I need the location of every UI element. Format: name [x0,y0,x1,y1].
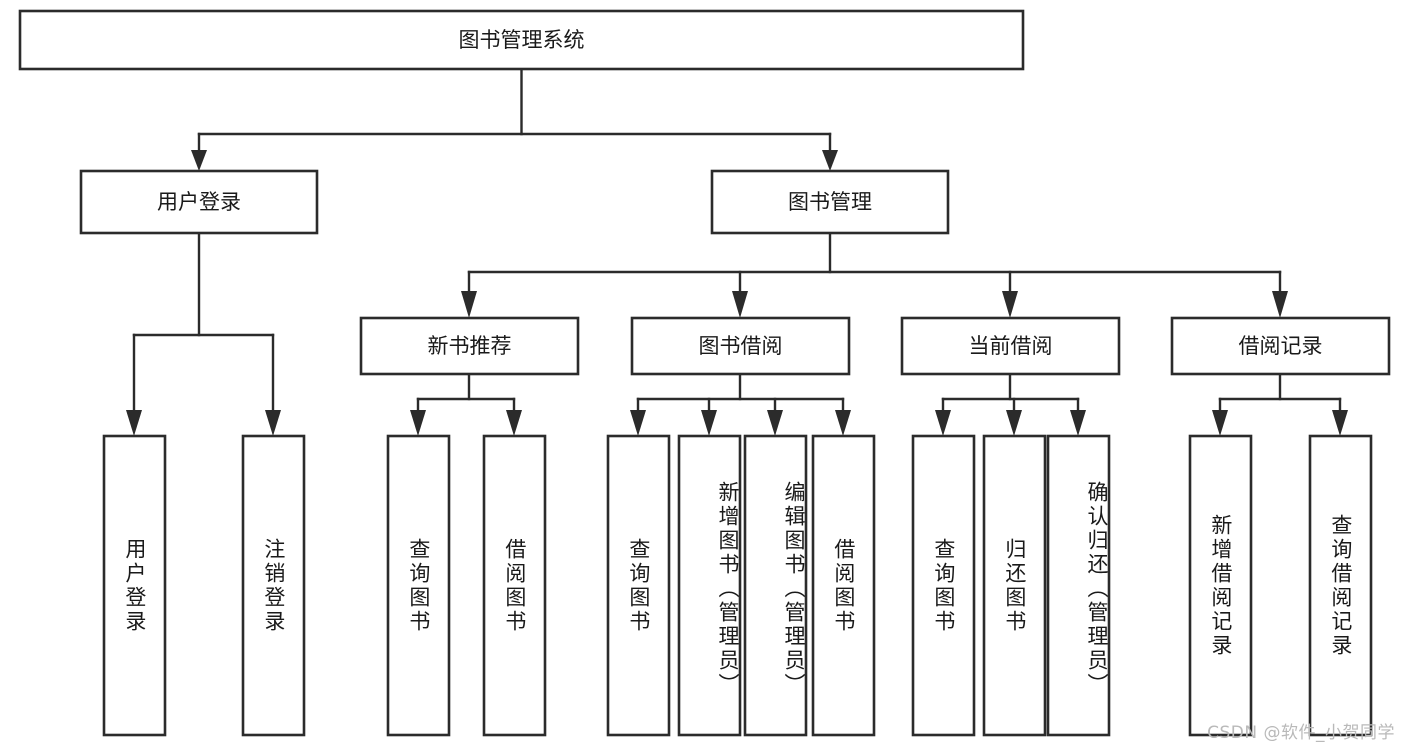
node-user-login-box[interactable] [79,169,319,235]
node-new-book-recommend[interactable]: 新书推荐 [359,316,580,376]
arrow-borrow-l4-icon [835,410,851,436]
node-user-login-label: 用户登录 [157,190,241,214]
leaf-box-query-book-borrow[interactable] [606,434,671,737]
node-user-login[interactable]: 用户登录 [79,169,319,235]
arrow-borrow-l3-icon [767,410,783,436]
node-root[interactable]: 图书管理系统 [18,9,1025,71]
leaf-box-confirm-return-admin[interactable] [1046,434,1111,737]
arrow-new-l1-icon [410,410,426,436]
arrow-current-l2-icon [1006,410,1022,436]
arrow-user-l1-icon [126,410,142,436]
node-root-box[interactable] [18,9,1025,71]
leaf-box-query-book-current[interactable] [911,434,976,737]
arrow-current-l3-icon [1070,410,1086,436]
node-book-borrow-box[interactable] [630,316,851,376]
node-book-management-label: 图书管理 [788,190,872,214]
node-borrow-record[interactable]: 借阅记录 [1170,316,1391,376]
node-book-borrow-label: 图书借阅 [699,334,783,358]
arrow-book-to-new-icon [461,291,477,318]
node-book-management[interactable]: 图书管理 [710,169,950,235]
arrow-book-to-record-icon [1272,291,1288,318]
arrow-borrow-l2-icon [701,410,717,436]
arrow-root-to-book-icon [822,150,838,171]
arrow-record-l2-icon [1332,410,1348,436]
leaf-box-add-borrow-record[interactable] [1188,434,1253,737]
node-current-borrow[interactable]: 当前借阅 [900,316,1121,376]
arrow-current-l1-icon [935,410,951,436]
arrow-borrow-l1-icon [630,410,646,436]
node-root-label: 图书管理系统 [459,28,585,52]
leaf-box-query-book-recommend[interactable] [386,434,451,737]
leaf-boxes [102,434,1373,737]
leaf-box-borrow-book-recommend[interactable] [482,434,547,737]
arrow-record-l1-icon [1212,410,1228,436]
csdn-watermark: CSDN @软件_小贺同学 [1207,723,1395,743]
arrow-root-to-user-icon [191,150,207,171]
node-new-book-recommend-label: 新书推荐 [428,334,512,358]
node-current-borrow-box[interactable] [900,316,1121,376]
node-borrow-record-label: 借阅记录 [1239,334,1323,358]
leaf-box-query-borrow-record[interactable] [1308,434,1373,737]
leaf-box-return-book[interactable] [982,434,1047,737]
leaf-box-borrow-book[interactable] [811,434,876,737]
arrow-user-l2-icon [265,410,281,436]
arrow-new-l2-icon [506,410,522,436]
arrow-book-to-borrow-icon [732,291,748,318]
connector-lines [126,67,1348,436]
node-current-borrow-label: 当前借阅 [969,334,1053,358]
leaf-box-logout[interactable] [241,434,306,737]
leaf-box-user-login[interactable] [102,434,167,737]
arrow-book-to-current-icon [1002,291,1018,318]
node-new-book-recommend-box[interactable] [359,316,580,376]
node-book-management-box[interactable] [710,169,950,235]
node-book-borrow[interactable]: 图书借阅 [630,316,851,376]
node-borrow-record-box[interactable] [1170,316,1391,376]
leaf-box-edit-book-admin[interactable] [743,434,808,737]
leaf-box-add-book-admin[interactable] [677,434,742,737]
